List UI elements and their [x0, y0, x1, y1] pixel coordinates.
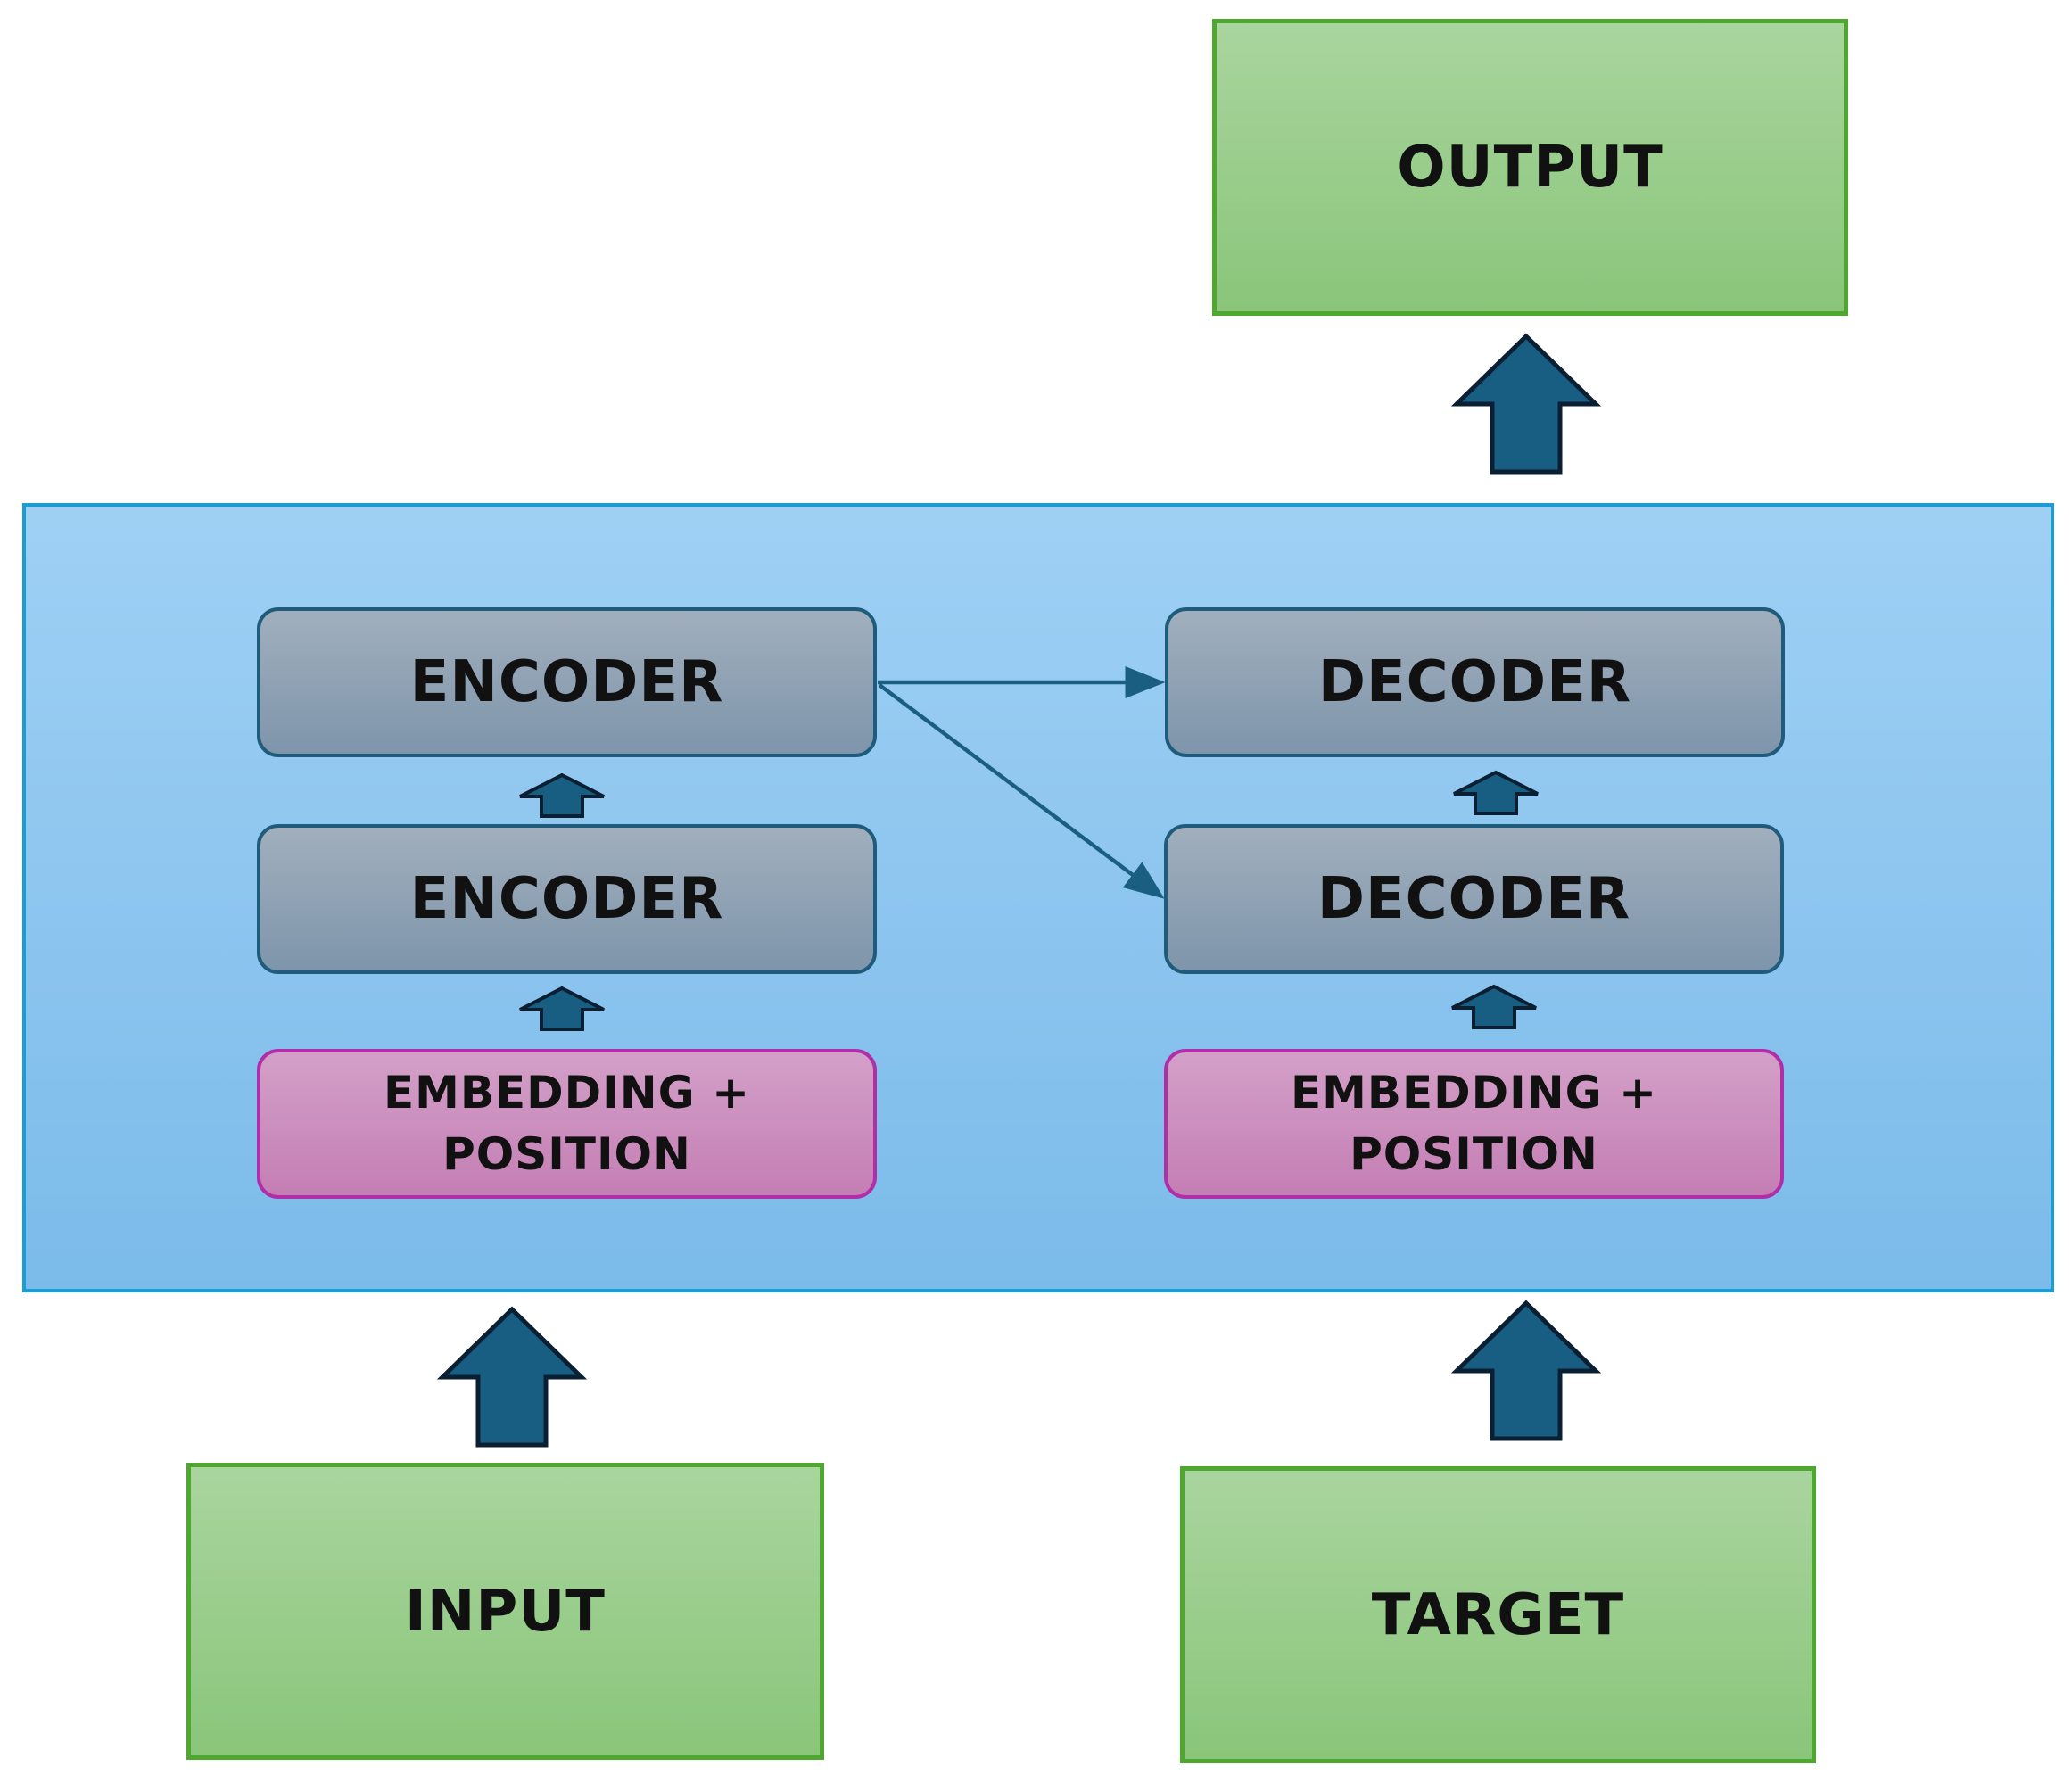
up-arrow-icon — [1453, 770, 1539, 815]
target-label: TARGET — [1371, 1581, 1625, 1648]
input-label: INPUT — [405, 1578, 606, 1645]
up-arrow-icon — [1450, 1300, 1602, 1441]
encoder-bottom-label: ENCODER — [409, 866, 724, 932]
up-arrow-icon — [436, 1306, 588, 1448]
decoder-top-block: DECODER — [1165, 607, 1785, 757]
encoder-embedding-line2: POSITION — [442, 1128, 691, 1180]
encoder-embedding-block: EMBEDDING + POSITION — [257, 1049, 877, 1199]
up-arrow-icon — [1451, 984, 1537, 1029]
decoder-bottom-block: DECODER — [1164, 824, 1784, 974]
output-box: OUTPUT — [1212, 19, 1848, 316]
decoder-top-label: DECODER — [1317, 649, 1632, 715]
decoder-embedding-line1: EMBEDDING + — [1291, 1067, 1657, 1118]
encoder-top-block: ENCODER — [257, 607, 877, 757]
input-box: INPUT — [186, 1463, 824, 1760]
up-arrow-icon — [519, 986, 605, 1031]
output-label: OUTPUT — [1397, 134, 1663, 201]
up-arrow-icon — [519, 772, 605, 818]
encoder-embedding-line1: EMBEDDING + — [384, 1067, 750, 1118]
decoder-embedding-line2: POSITION — [1350, 1128, 1598, 1180]
diagonal-arrow-connector — [878, 683, 1165, 899]
encoder-bottom-block: ENCODER — [257, 824, 877, 974]
decoder-embedding-block: EMBEDDING + POSITION — [1164, 1049, 1784, 1199]
encoder-top-label: ENCODER — [409, 649, 724, 715]
decoder-bottom-label: DECODER — [1317, 866, 1631, 932]
target-box: TARGET — [1180, 1466, 1816, 1763]
up-arrow-icon — [1450, 333, 1602, 475]
